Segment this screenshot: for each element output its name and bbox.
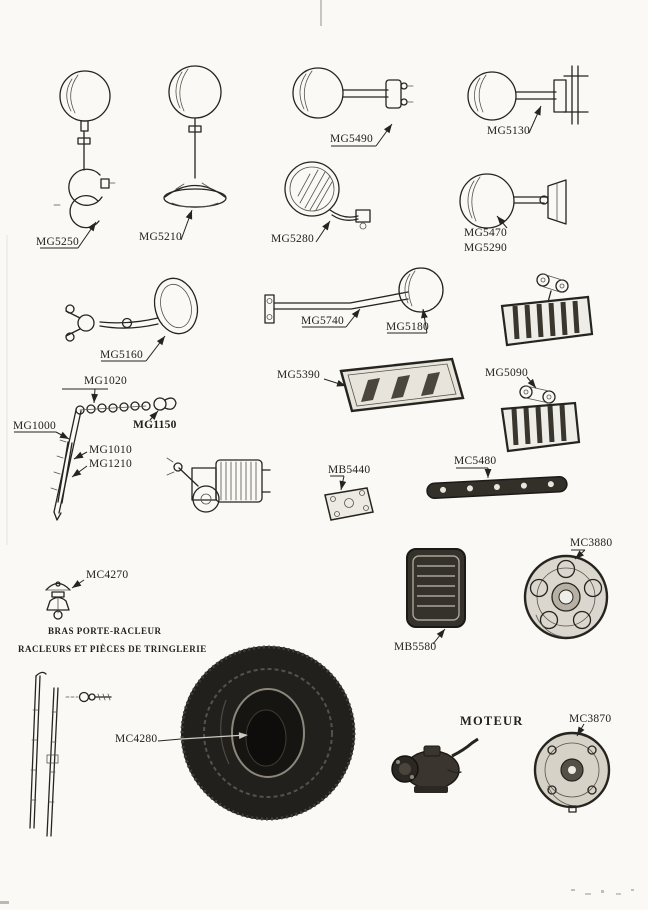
tyre-mc4280-illustration [180,645,356,821]
mirror-mg5280-illustration [284,161,371,230]
pad-mb5580-illustration [406,548,466,628]
part-label-mg1000: MG1000 [13,420,57,432]
mirror-mg5250-illustration [53,70,116,229]
part-label-mg5490: MG5490 [330,133,374,145]
part-label-mg1150: MG1150 [133,419,177,431]
part-label-mg5210: MG5210 [139,231,183,243]
wiper-motor-illustration [166,457,271,513]
strip-mc5480-illustration [426,475,568,500]
part-label-mg5470: MG5470 [464,227,508,239]
part-label-mg1020: MG1020 [84,375,128,387]
part-label-mc4270: MC4270 [86,569,129,581]
callout-leaders [14,105,586,742]
part-label-mg5090: MG5090 [485,367,529,379]
part-label-mg5160: MG5160 [100,349,144,361]
part-label-mc5480: MC5480 [454,455,497,467]
wiper-blades-illustration [29,671,59,837]
part-label-mg5280: MG5280 [271,233,315,245]
spindle-mc4270-illustration [45,581,71,620]
mirror-mg5490-illustration [292,67,414,119]
part-label-mg1010: MG1010 [89,444,133,456]
rect-mirror-mg5090-illustration [500,385,581,453]
gasket-mb5440-illustration [324,487,374,521]
part-label-mc3880: MC3880 [570,537,613,549]
part-label-mg1210: MG1210 [89,458,133,470]
part-label-mc4280: MC4280 [115,733,158,745]
section-heading-moteur: MOTEUR [460,714,524,728]
part-label-mg5290: MG5290 [464,242,508,254]
pad-mg5390-illustration [339,357,465,413]
hub-mc3880-illustration [523,554,609,640]
part-label-mg5130: MG5130 [487,125,531,137]
mirror-mg5470-mg5290-illustration [459,173,567,229]
rect-mirror-upper-illustration [500,273,594,347]
section-heading-racleurs-tringlerie: RACLEURS ET PIÈCES DE TRINGLERIE [18,644,207,654]
part-label-mg5390: MG5390 [277,369,321,381]
wiper-arm-linkage-illustration [50,397,177,521]
section-heading-bras-porte-racleur: BRAS PORTE-RACLEUR [48,626,162,636]
rod-mirror-mg5740-mg5180-illustration [264,267,444,324]
part-label-mb5580: MB5580 [394,641,437,653]
part-label-mg5250: MG5250 [36,236,80,248]
mirror-mg5160-illustration [65,277,199,342]
disc-mc3870-illustration [533,731,611,813]
part-label-mg5740: MG5740 [301,315,345,327]
motor-illustration [391,737,479,793]
mirror-mg5130-illustration [467,65,589,125]
scan-artifacts [0,0,634,904]
part-label-mg5180: MG5180 [386,321,430,333]
blade-spindle-illustration [65,691,112,703]
part-label-mc3870: MC3870 [569,713,612,725]
part-label-mb5440: MB5440 [328,464,371,476]
mirror-mg5210-illustration [163,65,227,208]
